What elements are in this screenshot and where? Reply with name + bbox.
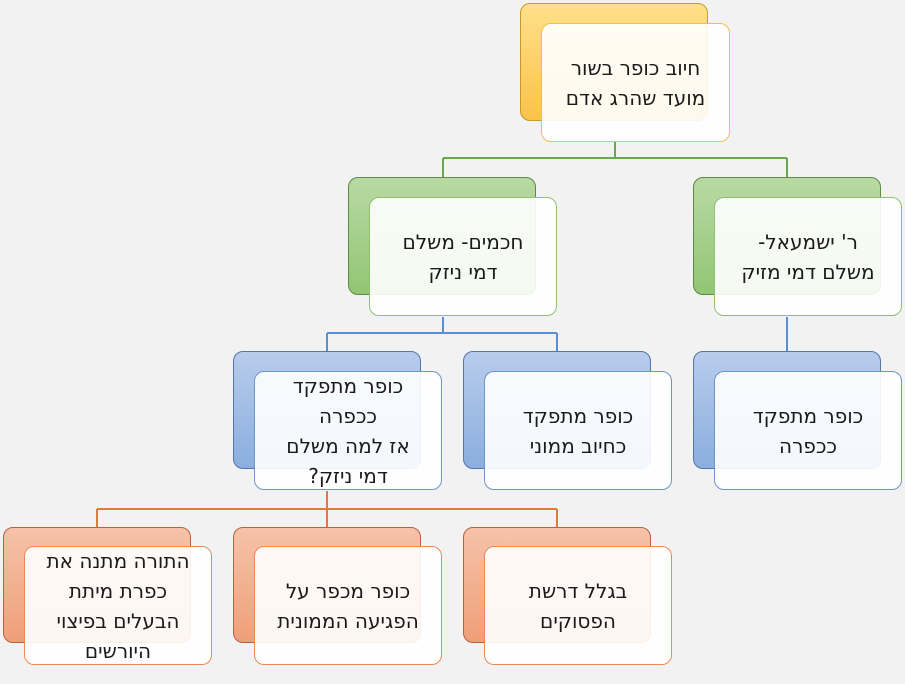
connector-chachamim-to-level2	[326, 317, 558, 351]
root-node-text: חיוב כופר בשור מועד שהרג אדם	[541, 23, 730, 142]
kofer-atonement-text: כופר מתפקד ככפרה	[714, 371, 902, 490]
connector-question-to-reasons	[96, 491, 558, 527]
opinion-rabbi-ishmael-text: ר' ישמעאל- משלם דמי מזיק	[714, 197, 902, 316]
kofer-monetary-text: כופר מתפקד כחיוב ממוני	[484, 371, 672, 490]
connector-root-to-opinions	[442, 142, 788, 177]
opinion-chachamim-text: חכמים- משלם דמי ניזק	[369, 197, 557, 316]
reason-verses-text: בגלל דרשת הפסוקים	[484, 546, 672, 665]
reason-monetary-harm-text: כופר מכפר על הפגיעה הממונית	[254, 546, 442, 665]
reason-heirs-compensation-text: התורה מתנה את כפרת מיתת הבעלים בפיצוי הי…	[24, 546, 212, 665]
kofer-question-text: כופר מתפקד ככפרה אז למה משלם דמי ניזק?	[254, 371, 442, 490]
